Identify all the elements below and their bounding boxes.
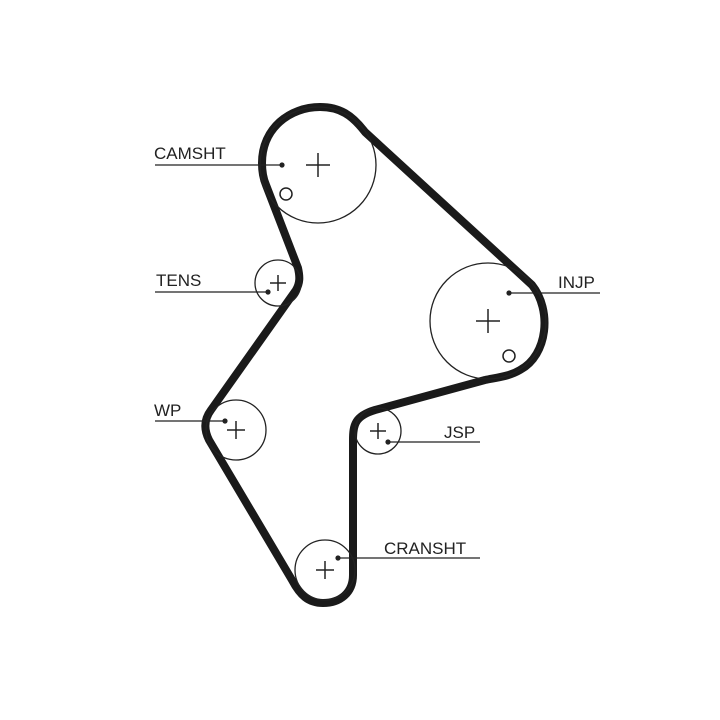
camshaft-timing-mark bbox=[279, 187, 293, 201]
label-water-pump: WP bbox=[154, 401, 181, 420]
leader-injection-pump bbox=[506, 290, 600, 296]
label-camshaft: CAMSHT bbox=[154, 144, 226, 163]
injection-pump-pulley bbox=[429, 262, 547, 380]
leader-crankshaft bbox=[335, 555, 480, 561]
injection-pump-timing-mark bbox=[502, 349, 516, 363]
leader-water-pump bbox=[155, 418, 228, 424]
leader-tensioner bbox=[155, 289, 271, 295]
timing-belt bbox=[201, 103, 549, 607]
crankshaft-pulley bbox=[294, 539, 356, 601]
leader-camshaft bbox=[155, 162, 285, 168]
label-crankshaft: CRANSHT bbox=[384, 539, 466, 558]
tensioner-pulley bbox=[254, 259, 302, 307]
label-jackshaft: JSP bbox=[444, 423, 475, 442]
label-injection-pump: INJP bbox=[558, 273, 595, 292]
leader-jackshaft bbox=[385, 439, 480, 445]
label-tensioner: TENS bbox=[156, 271, 201, 290]
jackshaft-pulley bbox=[354, 407, 402, 455]
water-pump-pulley bbox=[205, 399, 267, 461]
